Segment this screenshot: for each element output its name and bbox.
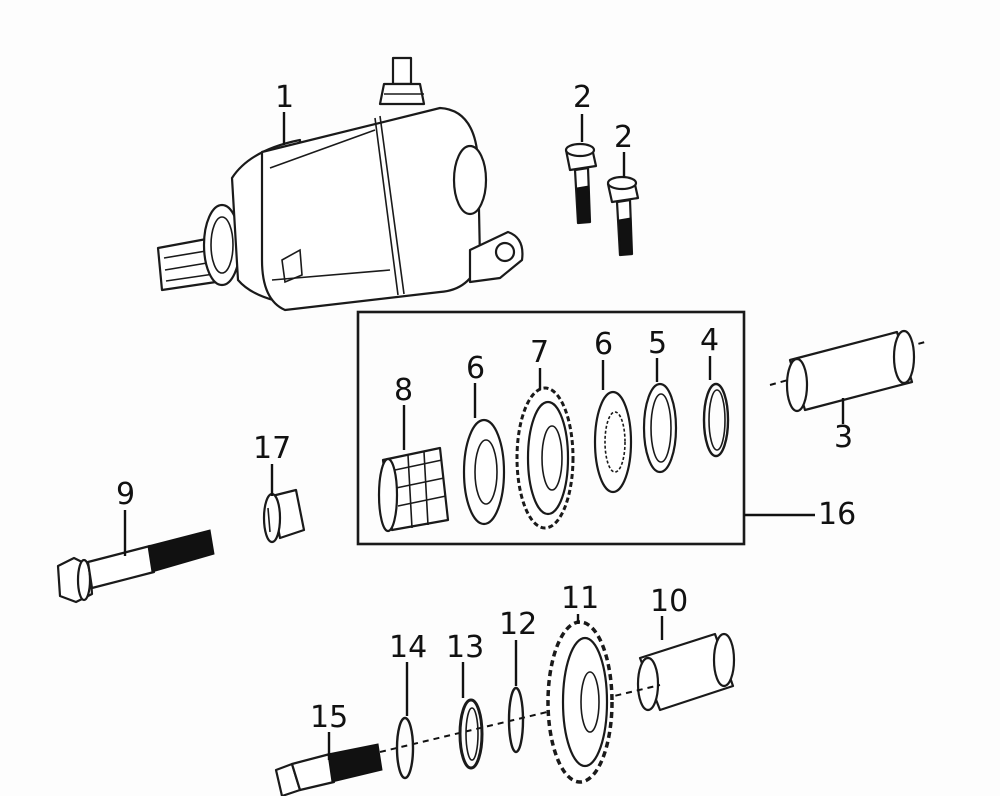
callout-14: 14 [389,630,427,665]
lower-assembly-axis [379,684,661,753]
callout-5: 5 [648,326,667,361]
thin-ring [395,716,415,780]
short-flange-bolt [274,743,383,796]
starter-motor [156,56,524,312]
flat-washer [642,382,678,474]
spline-washer-left [462,418,506,526]
callout-16: 16 [818,497,856,532]
callout-9: 9 [116,477,135,512]
shim-ring [507,686,525,754]
long-flange-bolt [56,529,215,604]
callout-12: 12 [499,607,537,642]
callout-6b: 6 [594,327,613,362]
callout-17: 17 [253,431,291,466]
callout-2a: 2 [573,80,592,115]
callout-2b: 2 [614,120,633,155]
idler-gear [546,620,614,784]
callout-10: 10 [650,584,688,619]
flange-bolt-b [606,175,640,257]
callout-8: 8 [394,373,413,408]
callout-6a: 6 [466,351,485,386]
callout-1: 1 [275,80,294,115]
callout-7: 7 [530,335,549,370]
callout-11: 11 [561,581,599,616]
callout-4: 4 [700,323,719,358]
circlip [702,382,730,458]
small-bushing [262,488,306,544]
sleeve-bushing [769,329,926,413]
flange-bolt-a [564,142,598,225]
leader-lines [123,112,845,760]
ring-gear [515,386,575,530]
spline-washer-right [593,390,633,494]
bushing-sleeve [636,632,736,712]
callout-13: 13 [446,630,484,665]
callout-15: 15 [310,700,348,735]
assembly-16-frame [356,310,746,546]
spring-washer [458,698,484,770]
splined-hub [377,446,450,533]
callout-3: 3 [834,420,853,455]
